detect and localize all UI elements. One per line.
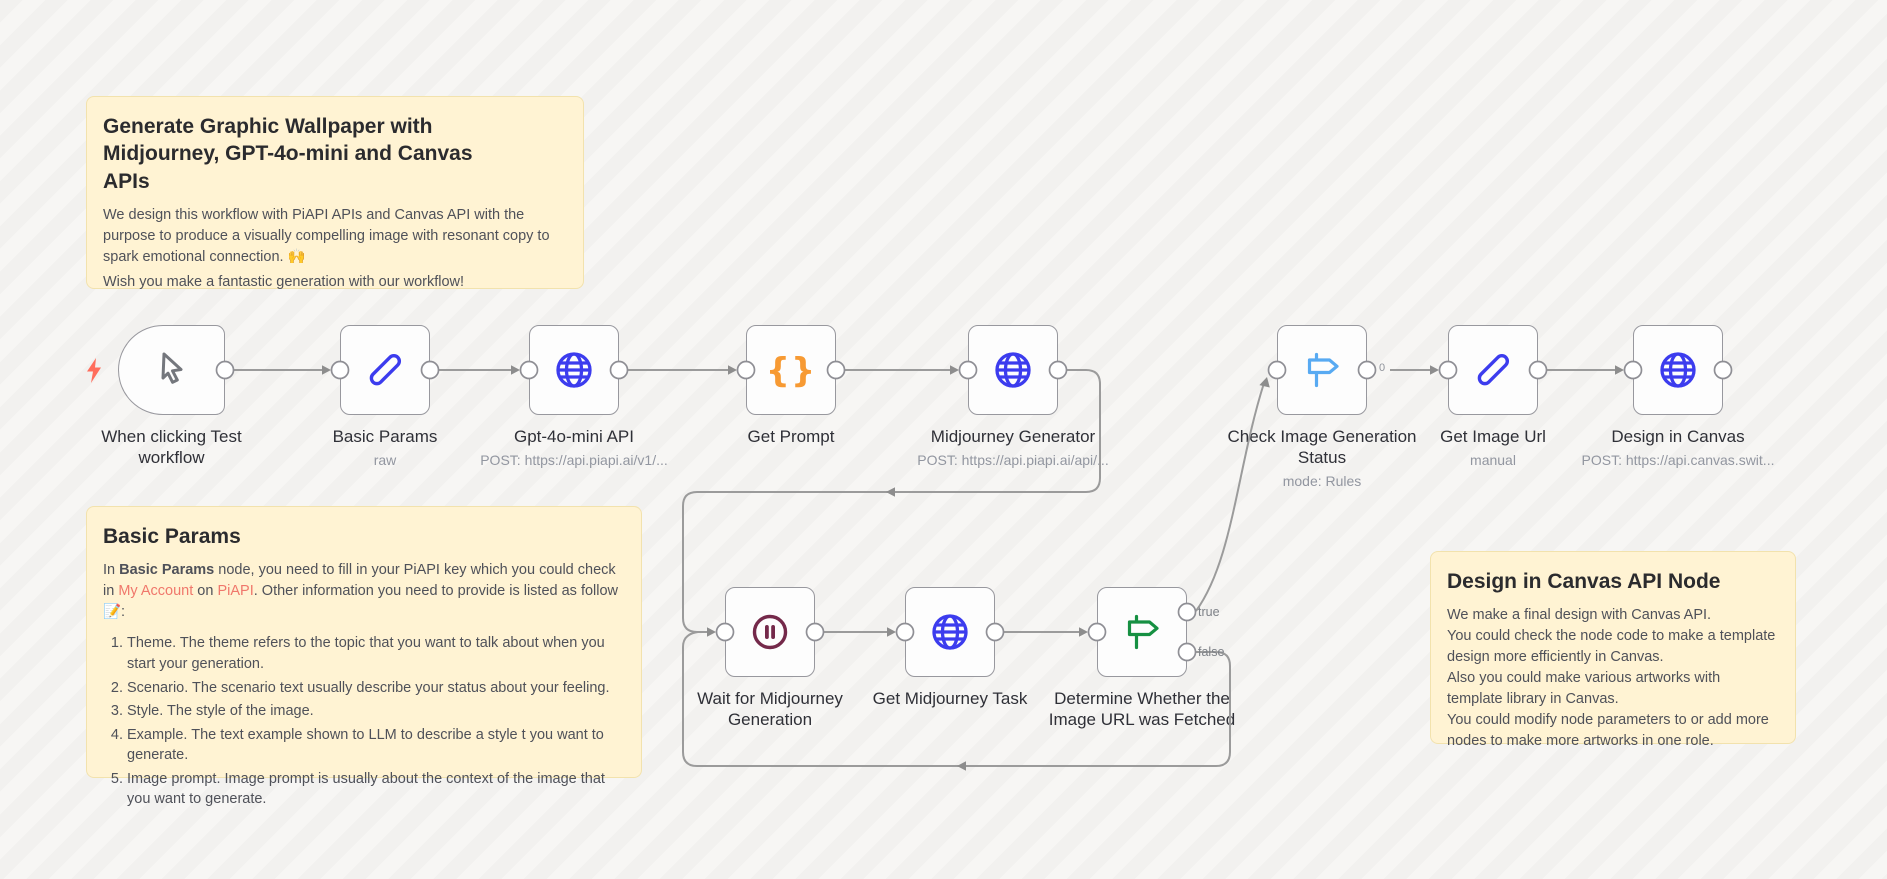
arrowhead-icon bbox=[707, 627, 716, 637]
arrowhead-icon bbox=[1079, 627, 1088, 637]
node-sublabel: mode: Rules bbox=[1282, 473, 1362, 489]
globe-icon bbox=[1660, 352, 1696, 388]
node-label: Gpt-4o-mini API bbox=[514, 427, 634, 446]
arrowhead-icon bbox=[728, 365, 737, 375]
true-branch-label: true bbox=[1198, 605, 1220, 619]
node-box[interactable] bbox=[1448, 325, 1538, 415]
arrowhead-icon bbox=[887, 627, 896, 637]
sticky-canvas-api-line: Also you could make various artworks wit… bbox=[1447, 670, 1721, 708]
node-wait-for-midjourney-generation[interactable]: Wait for Midjourney Generation bbox=[697, 587, 843, 729]
node-label: When clicking Test workflow bbox=[101, 427, 242, 468]
sticky-note-canvas-api[interactable]: Design in Canvas API Node We make a fina… bbox=[1430, 551, 1796, 749]
node-box[interactable]: {} bbox=[746, 325, 836, 415]
false-branch-label: false bbox=[1198, 645, 1225, 659]
node-label: Get Prompt bbox=[747, 427, 835, 446]
node-label: Determine Whether the Image URL was Fetc… bbox=[1048, 689, 1236, 730]
sticky-basic-params-intro: In Basic Params node, you need to fill i… bbox=[103, 562, 619, 621]
node-sublabel: POST: https://api.piapi.ai/v1/... bbox=[480, 452, 668, 468]
list-item: Style. The style of the image. bbox=[127, 701, 625, 722]
node-box[interactable] bbox=[1633, 325, 1723, 415]
sticky-canvas-api-title: Design in Canvas API Node bbox=[1447, 570, 1721, 593]
node-label: Design in Canvas bbox=[1611, 427, 1745, 446]
list-item: Scenario. The scenario text usually desc… bbox=[127, 678, 625, 699]
node-box[interactable] bbox=[118, 325, 225, 415]
pencil-icon bbox=[1477, 353, 1510, 386]
node-sublabel: POST: https://api.piapi.ai/api/... bbox=[917, 452, 1109, 468]
sticky-intro-paragraph1: We design this workflow with PiAPI APIs … bbox=[103, 206, 550, 265]
node-box[interactable] bbox=[1097, 587, 1187, 677]
arrowhead-icon bbox=[950, 365, 959, 375]
node-sublabel: raw bbox=[373, 452, 397, 468]
node-get-image-url[interactable]: Get Image Url manual bbox=[1440, 325, 1546, 468]
node-box[interactable] bbox=[905, 587, 995, 677]
node-get-prompt[interactable]: {} Get Prompt bbox=[746, 325, 836, 446]
node-check-image-generation-status[interactable]: Check Image Generation Status mode: Rule… bbox=[1228, 325, 1417, 489]
node-label: Midjourney Generator bbox=[930, 427, 1096, 446]
connection-true bbox=[1195, 382, 1265, 612]
curly-braces-icon: {} bbox=[767, 351, 815, 391]
node-design-in-canvas[interactable]: Design in Canvas POST: https://api.canva… bbox=[1582, 325, 1774, 468]
node-sublabel: POST: https://api.canvas.swit... bbox=[1581, 452, 1775, 468]
node-basic-params[interactable]: Basic Params raw bbox=[333, 325, 437, 468]
svg-text:{}: {} bbox=[767, 351, 815, 391]
node-box[interactable] bbox=[1277, 325, 1367, 415]
globe-icon bbox=[932, 614, 968, 650]
arrowhead-icon bbox=[1259, 377, 1270, 388]
signpost-icon bbox=[1307, 352, 1339, 388]
arrowhead-icon bbox=[886, 487, 895, 497]
node-label: Check Image Generation Status bbox=[1227, 427, 1417, 468]
my-account-link[interactable]: My Account bbox=[118, 583, 194, 600]
node-gpt-4o-mini-api[interactable]: Gpt-4o-mini API POST: https://api.piapi.… bbox=[480, 325, 668, 468]
list-item: Example. The text example shown to LLM t… bbox=[127, 725, 625, 766]
sticky-intro-paragraph2: Wish you make a fantastic generation wit… bbox=[103, 273, 465, 290]
cursor-icon bbox=[161, 352, 182, 384]
node-determine-whether-image-url-fetched[interactable]: Determine Whether the Image URL was Fetc… bbox=[1049, 587, 1235, 729]
sticky-basic-params-title: Basic Params bbox=[103, 525, 241, 548]
arrowhead-icon bbox=[322, 365, 331, 375]
node-box[interactable] bbox=[725, 587, 815, 677]
list-item: Image prompt. Image prompt is usually ab… bbox=[127, 769, 625, 810]
output-index-label: 0 bbox=[1379, 362, 1386, 374]
pause-icon bbox=[752, 614, 788, 650]
sticky-note-intro[interactable]: Generate Graphic Wallpaper with Midjourn… bbox=[86, 96, 584, 290]
pencil-icon bbox=[369, 353, 402, 386]
node-midjourney-generator[interactable]: Midjourney Generator POST: https://api.p… bbox=[917, 325, 1109, 468]
sticky-intro-title: Generate Graphic Wallpaper with Midjourn… bbox=[103, 115, 473, 193]
sticky-canvas-api-line: You could modify node parameters to or a… bbox=[1447, 712, 1769, 750]
node-when-clicking-test-workflow[interactable]: When clicking Test workflow bbox=[101, 325, 242, 467]
list-item: Theme. The theme refers to the topic tha… bbox=[127, 633, 625, 674]
arrowhead-icon bbox=[1615, 365, 1624, 375]
node-box[interactable] bbox=[529, 325, 619, 415]
arrowhead-icon bbox=[511, 365, 520, 375]
node-label: Get Image Url bbox=[1440, 427, 1546, 446]
arrowhead-icon bbox=[957, 761, 966, 771]
basic-params-list: Theme. The theme refers to the topic tha… bbox=[103, 633, 625, 810]
node-get-midjourney-task[interactable]: Get Midjourney Task bbox=[873, 587, 1027, 708]
node-box[interactable] bbox=[340, 325, 430, 415]
node-box[interactable] bbox=[968, 325, 1058, 415]
arrowhead-icon bbox=[1430, 365, 1439, 375]
trigger-bolt-icon bbox=[87, 358, 101, 383]
sticky-canvas-api-line: We make a final design with Canvas API. bbox=[1447, 607, 1712, 624]
sticky-note-basic-params[interactable]: Basic Params In Basic Params node, you n… bbox=[86, 506, 642, 807]
piapi-link[interactable]: PiAPI bbox=[217, 583, 254, 600]
globe-icon bbox=[556, 352, 592, 388]
sticky-canvas-api-line: You could check the node code to make a … bbox=[1447, 628, 1776, 666]
node-sublabel: manual bbox=[1470, 452, 1516, 468]
signpost-icon bbox=[1127, 614, 1159, 650]
node-label: Basic Params bbox=[332, 427, 438, 446]
globe-icon bbox=[995, 352, 1031, 388]
